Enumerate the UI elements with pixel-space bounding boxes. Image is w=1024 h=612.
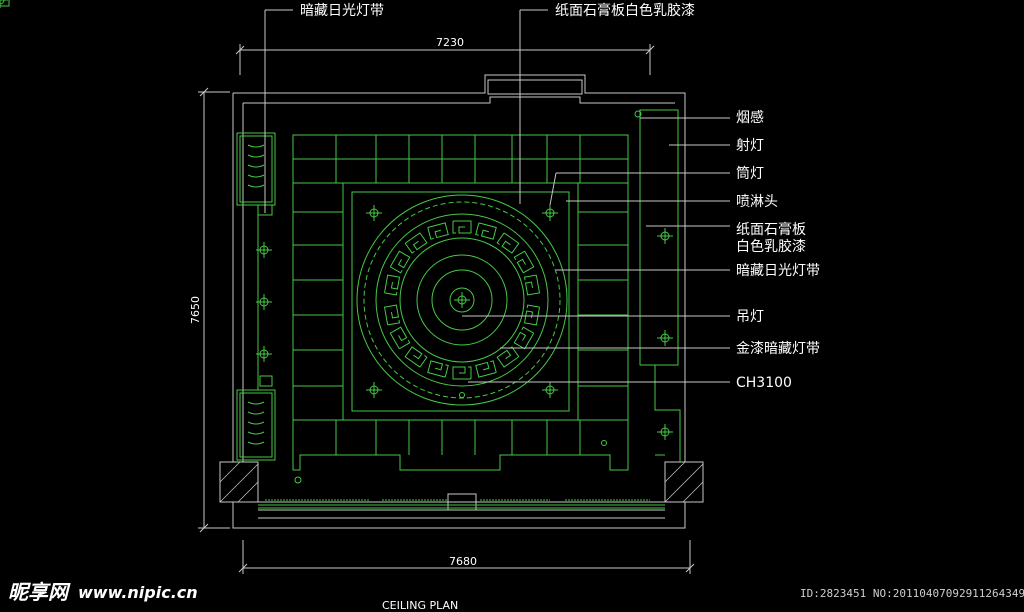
label-gold-paint-light-strip: 金漆暗藏灯带 (736, 341, 820, 357)
label-white-latex-paint: 白色乳胶漆 (736, 238, 806, 255)
leader-lines (264, 9, 730, 383)
trough-lamps (247, 144, 650, 501)
ceiling-linework (236, 109, 681, 509)
label-sprinkler: 喷淋头 (736, 194, 778, 210)
watermark-brand: 昵享网 (8, 580, 71, 604)
dim-left: 7650 (189, 296, 202, 324)
watermark-url: www.nipic.cn (78, 583, 198, 602)
column-hatch (219, 461, 704, 503)
dim-top: 7230 (436, 36, 464, 49)
dimension-lines (198, 44, 695, 574)
greek-key-border (0, 0, 540, 380)
fixture-symbols (0, 0, 674, 484)
label-hidden-fluorescent-top: 暗藏日光灯带 (300, 3, 384, 19)
label-gypsum-board: 纸面石膏板 (736, 221, 806, 238)
label-spotlight: 射灯 (736, 138, 764, 154)
label-chandelier: 吊灯 (736, 309, 764, 325)
label-downlight: 筒灯 (736, 165, 764, 182)
drawing-caption: CEILING PLAN (382, 599, 458, 612)
label-smoke-detector: 烟感 (736, 109, 764, 126)
watermark-id: ID:2823451 NO:20110407092911264349 (800, 587, 1024, 600)
label-gypsum-board-top: 纸面石膏板白色乳胶漆 (555, 2, 695, 19)
outer-walls (219, 74, 704, 529)
dim-bottom: 7680 (449, 555, 477, 568)
label-hidden-fluorescent: 暗藏日光灯带 (736, 263, 820, 279)
label-ceiling-height: CH3100 (736, 375, 792, 391)
